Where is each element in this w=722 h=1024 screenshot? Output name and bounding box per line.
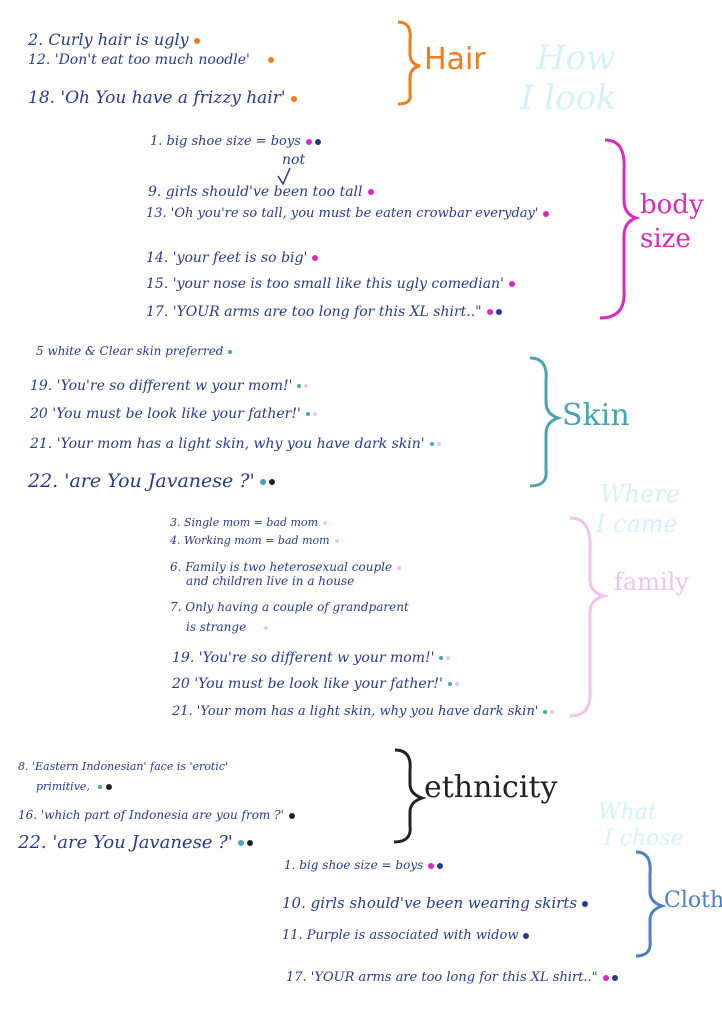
pink-dot <box>436 442 441 446</box>
family-item-7: 21. 'Your mom has a light skin, why you … <box>172 704 555 719</box>
blue-dot <box>523 932 530 939</box>
black-dot <box>288 812 295 819</box>
family-item-1: 3. Single mom = bad mom <box>170 516 328 529</box>
teal-dot <box>447 682 452 686</box>
magenta-dot <box>305 138 312 145</box>
insert-note: not <box>282 152 306 168</box>
family-item-2: 4. Working mom = bad mom <box>170 534 339 547</box>
pink-dot <box>312 412 317 416</box>
hair-label: Hair <box>424 42 486 77</box>
magenta-dot <box>602 974 609 981</box>
skin-item-2: 19. 'You're so different w your mom!' <box>30 378 309 394</box>
hair-bracket <box>397 20 421 106</box>
body-item-4: 14. 'your feet is so big' <box>146 250 319 266</box>
blue-dot <box>437 862 444 869</box>
skin-item-3: 20 'You must be look like your father!' <box>30 406 317 422</box>
family-bracket <box>569 516 610 718</box>
body-item-1: 1. big shoe size = boys <box>150 134 321 149</box>
body-item-5: 15. 'your nose is too small like this ug… <box>146 276 515 292</box>
teal-dot <box>259 479 266 485</box>
blue-dot <box>314 138 321 145</box>
orange-dot <box>267 57 274 63</box>
teal-dot <box>97 785 102 789</box>
magenta-dot <box>312 255 319 261</box>
clothes-label-clip: Clothes <box>664 888 722 928</box>
what-i-chose-line2: I chose <box>604 826 684 851</box>
skin-item-4: 21. 'Your mom has a light skin, why you … <box>30 436 441 452</box>
magenta-dot <box>508 281 515 287</box>
family-item-4: 7. Only having a couple of grandparent <box>170 600 409 614</box>
blue-dot <box>582 901 589 907</box>
black-dot <box>246 840 253 846</box>
hair-item-2: 12. 'Don't eat too much noodle' <box>28 52 274 68</box>
family-item-4b: is strange <box>186 620 269 634</box>
where-i-came-line2: I came <box>596 510 678 538</box>
pink-dot <box>446 656 451 660</box>
how-i-look-line2: I look <box>520 78 617 118</box>
teal-dot <box>305 412 310 416</box>
where-i-came-line1: Where <box>600 480 681 508</box>
blue-dot <box>611 974 618 981</box>
orange-dot <box>290 95 297 102</box>
insert-caret <box>277 167 291 186</box>
clothes-item-1: 1. big shoe size = boys <box>284 858 444 872</box>
pink-dot <box>454 682 459 686</box>
ethnicity-label: ethnicity <box>424 770 558 805</box>
ethnicity-bracket <box>393 748 427 844</box>
orange-dot <box>193 37 200 44</box>
body-size-label-1: body <box>640 190 704 220</box>
pink-dot <box>334 539 339 543</box>
teal-dot <box>297 384 302 388</box>
pink-dot <box>550 709 555 714</box>
magenta-dot <box>543 210 550 217</box>
clothes-bracket <box>635 850 667 958</box>
pink-dot <box>323 521 328 525</box>
teal-dot <box>439 656 444 660</box>
family-label: family <box>614 568 689 596</box>
magenta-dot <box>428 862 435 869</box>
how-i-look-line1: How <box>536 38 616 78</box>
pink-dot <box>304 384 309 388</box>
teal-dot <box>228 349 233 354</box>
body-item-3: 13. 'Oh you're so tall, you must be eate… <box>146 206 550 221</box>
body-item-2: 9. girls should've been too tall <box>148 184 374 200</box>
pink-dot <box>264 625 269 630</box>
teal-dot <box>543 709 548 714</box>
body-size-label-2: size <box>640 224 691 254</box>
skin-item-5: 22. 'are You Javanese ?' <box>28 470 275 492</box>
skin-item-1: 5 white & Clear skin preferred <box>36 344 233 358</box>
teal-dot <box>429 442 434 446</box>
blue-dot <box>495 309 502 315</box>
body-size-bracket <box>599 138 641 320</box>
body-item-6: 17. 'YOUR arms are too long for this XL … <box>146 304 502 320</box>
clothes-label: Clothes <box>664 888 722 913</box>
ethnicity-item-1b: primitive, <box>36 780 112 793</box>
skin-bracket <box>529 356 563 488</box>
black-dot <box>105 784 112 790</box>
clothes-item-2: 10. girls should've been wearing skirts <box>282 894 589 912</box>
magenta-dot <box>367 189 374 195</box>
family-item-3: 6. Family is two heterosexual couple <box>170 560 402 574</box>
pink-dot <box>397 565 402 570</box>
black-dot <box>268 479 275 485</box>
hair-item-3: 18. 'Oh You have a frizzy hair' <box>28 88 297 108</box>
magenta-dot <box>486 309 493 315</box>
family-item-5: 19. 'You're so different w your mom!' <box>172 650 451 666</box>
hair-item-1: 2. Curly hair is ugly <box>28 30 200 49</box>
family-item-6: 20 'You must be look like your father!' <box>172 676 459 692</box>
clothes-item-4: 17. 'YOUR arms are too long for this XL … <box>286 970 618 985</box>
ethnicity-item-1: 8. 'Eastern Indonesian' face is 'erotic' <box>18 760 229 773</box>
clothes-item-3: 11. Purple is associated with widow <box>282 928 530 943</box>
skin-label: Skin <box>562 398 630 433</box>
ethnicity-item-2: 16. 'which part of Indonesia are you fro… <box>18 808 295 822</box>
teal-dot <box>237 840 244 846</box>
family-item-3b: and children live in a house <box>186 574 355 588</box>
what-i-chose-line1: What <box>598 800 657 825</box>
ethnicity-item-3: 22. 'are You Javanese ?' <box>18 832 253 853</box>
